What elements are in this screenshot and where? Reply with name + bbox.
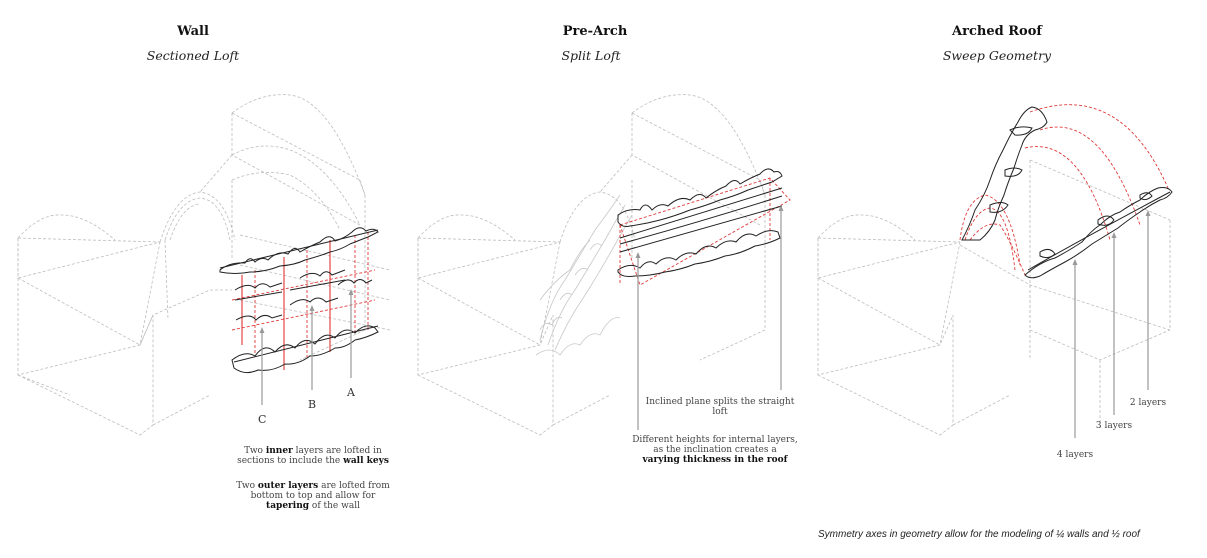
note-bold: wall keys — [343, 456, 389, 466]
label-4-layers: 4 layers — [1056, 450, 1094, 460]
arched-roof-geometry — [961, 106, 1173, 279]
panel-title-wall: Wall — [177, 24, 209, 39]
note-text: layers are lofted in sections to include… — [237, 446, 382, 466]
panel-subtitle-wall: Sectioned Loft — [146, 48, 240, 63]
note-bold: varying thickness in the roof — [642, 455, 788, 465]
note-line: Different heights for internal layers, — [632, 435, 798, 445]
note-bold: outer layers — [257, 481, 319, 491]
wall-marker-arrows — [259, 289, 354, 405]
footer-note: Symmetry axes in geometry allow for the … — [818, 529, 1140, 540]
note-line: as the inclination creates a — [653, 445, 777, 455]
note-text: Two — [244, 446, 266, 456]
panel-title-arched-roof: Arched Roof — [952, 24, 1042, 39]
note-bold: inner — [265, 446, 293, 456]
note-text: of the wall — [309, 501, 360, 511]
arched-roof-construction-lines — [817, 159, 1171, 436]
note-inner-layers: Two inner layers are lofted in sections … — [228, 446, 398, 466]
label-2-layers: 2 layers — [1129, 398, 1167, 408]
note-different-heights: Different heights for internal layers, a… — [630, 435, 800, 465]
pre-arch-loft-geometry — [617, 168, 783, 277]
note-inclined-plane: Inclined plane splits the straight loft — [645, 397, 795, 417]
panel-title-pre-arch: Pre-Arch — [562, 24, 628, 39]
note-text: are lofted from bottom to top and allow … — [250, 481, 390, 501]
marker-b: B — [308, 398, 317, 411]
note-bold: tapering — [266, 501, 310, 511]
wall-construction-lines — [17, 94, 391, 436]
pre-arch-arrows — [635, 205, 784, 430]
pre-arch-faded-wall — [535, 194, 633, 356]
marker-c: C — [258, 413, 267, 426]
panel-subtitle-pre-arch: Split Loft — [561, 48, 621, 63]
note-text: Two — [236, 481, 258, 491]
pre-arch-construction-lines — [417, 94, 766, 436]
note-outer-layers: Two outer layers are lofted from bottom … — [228, 481, 398, 511]
arched-roof-arrows — [1072, 210, 1151, 438]
label-3-layers: 3 layers — [1095, 421, 1133, 431]
wall-red-sections — [231, 232, 376, 370]
panel-subtitle-arched-roof: Sweep Geometry — [942, 48, 1052, 63]
marker-a: A — [347, 386, 355, 399]
wall-loft-geometry — [219, 227, 379, 374]
